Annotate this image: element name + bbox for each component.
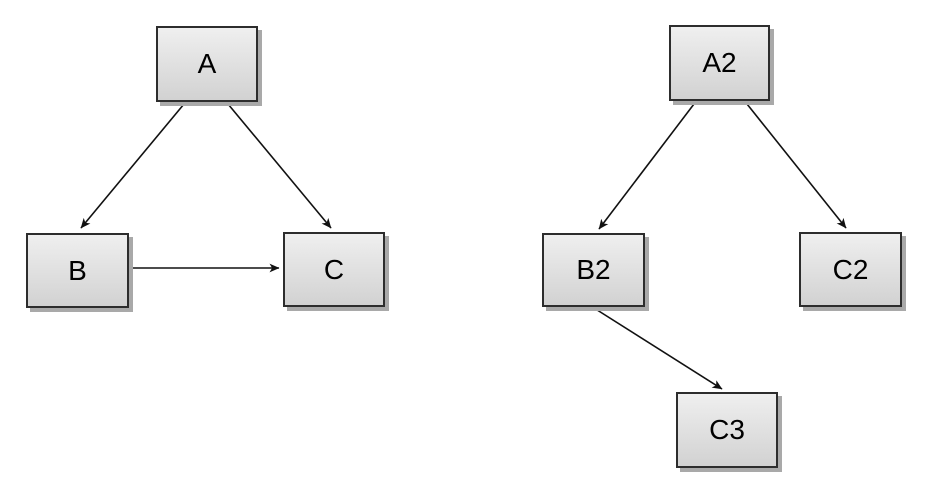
node-C3[interactable]: C3 [676, 392, 778, 468]
node-B[interactable]: B [26, 233, 129, 308]
node-A[interactable]: A [156, 26, 258, 102]
edge-A2-to-C2 [746, 103, 847, 229]
node-label-A: A [197, 48, 217, 79]
edge-A-to-B [80, 103, 185, 229]
node-A2[interactable]: A2 [669, 25, 770, 101]
node-B2[interactable]: B2 [542, 233, 645, 307]
node-label-B2: B2 [576, 254, 611, 285]
edge-group [80, 103, 847, 390]
node-label-C3: C3 [709, 414, 745, 445]
edge-B2-to-C3 [593, 307, 723, 390]
node-C[interactable]: C [283, 232, 385, 307]
node-label-C2: C2 [832, 253, 869, 285]
node-label-C: C [323, 253, 345, 285]
edge-A-to-C [227, 103, 332, 229]
node-C2[interactable]: C2 [799, 232, 902, 307]
node-label-A2: A2 [702, 47, 737, 78]
node-label-B: B [68, 254, 87, 286]
edge-A2-to-B2 [598, 103, 695, 230]
